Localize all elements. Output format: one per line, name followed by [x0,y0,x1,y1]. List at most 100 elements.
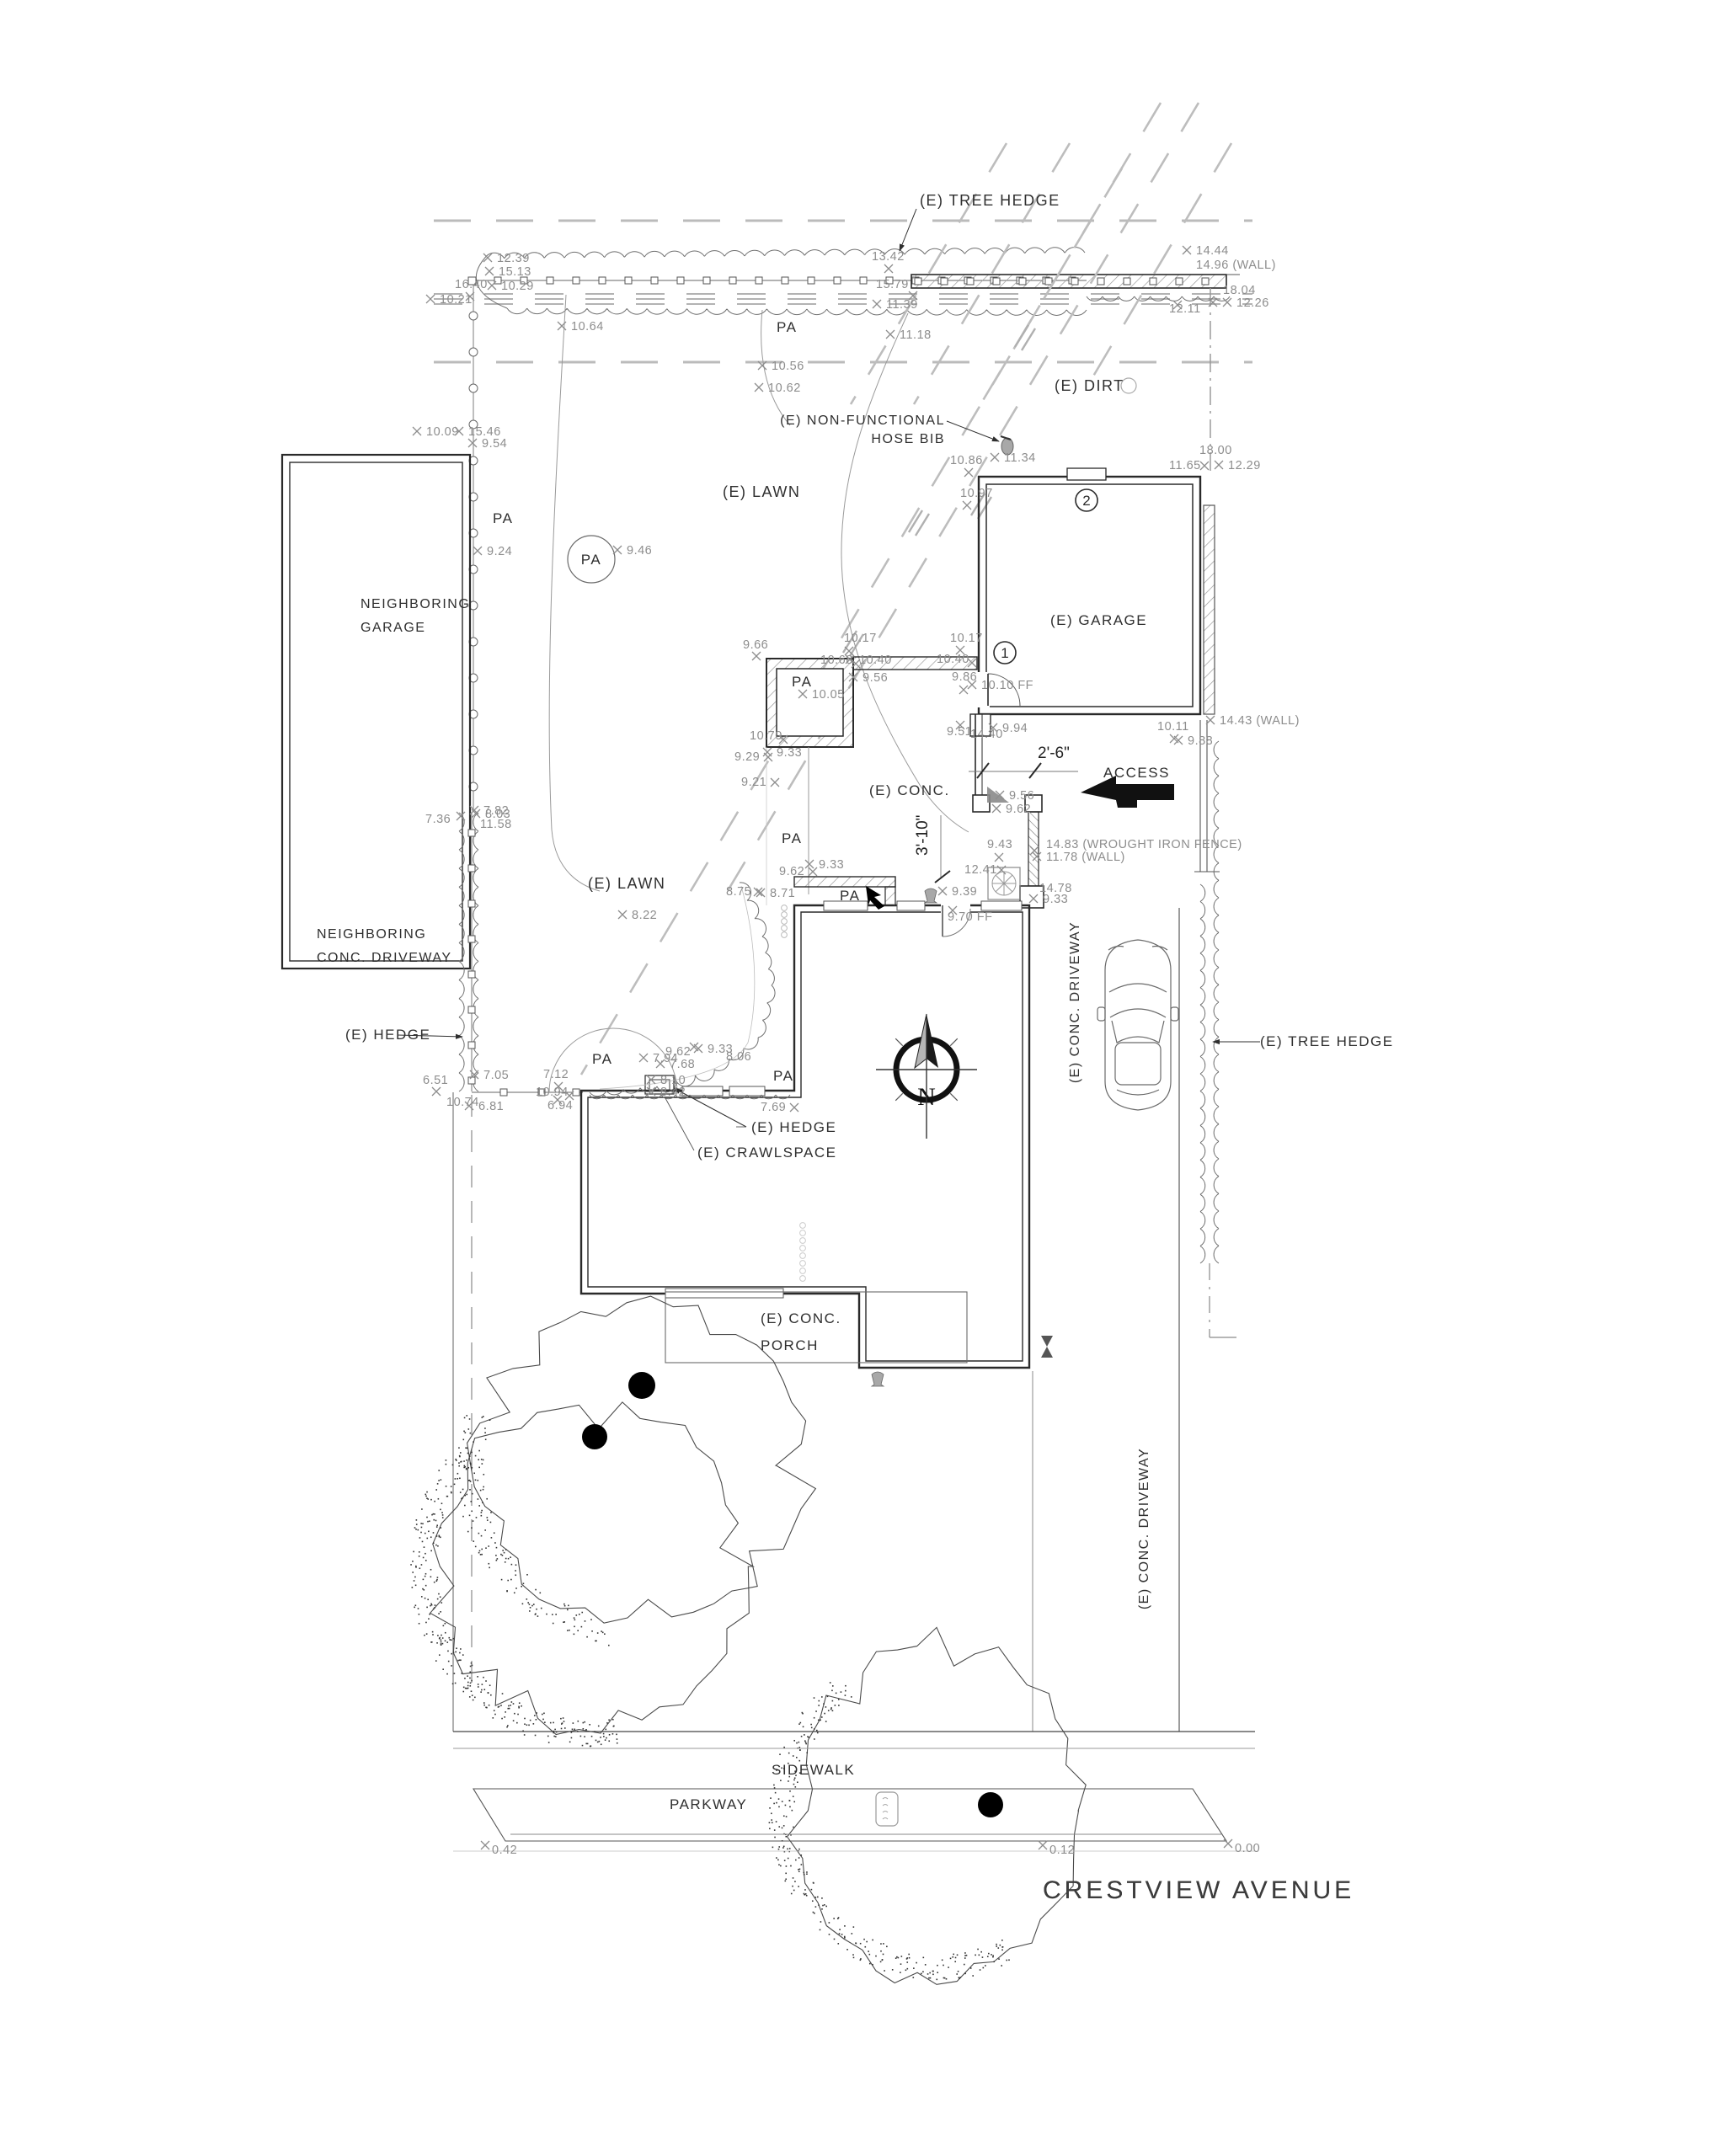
spot-elevation-10.09-6: 10.09 [426,425,459,439]
spot-elevation-9.88-50: 9.88 [1188,734,1213,748]
spot-elevation-0.42-82: 0.42 [492,1844,517,1857]
sidewalk-label: SIDEWALK [772,1762,855,1778]
spot-elevation-6.51-75: 6.51 [423,1074,448,1087]
pa-planter-square: PA [792,674,812,690]
spot-elevation-9.86-44: 9.86 [952,670,977,684]
spot-elevation-0.12-83: 0.12 [1049,1844,1075,1857]
lawn-north-label: (E) LAWN [723,483,800,500]
spot-elevation-8.22-66: 8.22 [632,909,657,922]
spot-elevation-12.26-24: 12.26 [1236,296,1269,310]
spot-elevation-10.17-33: 10.17 [844,632,877,645]
spot-elevation-9.29-40: 9.29 [734,750,760,764]
pa-nook-right: PA [773,1068,793,1084]
street-name-text: CRESTVIEW AVENUE [1043,1876,1354,1904]
garage-label: (E) GARAGE [1050,612,1147,628]
spot-elevation-9.62-57: 9.62 [779,865,804,878]
spot-elevation-14.96-22: 14.96 (WALL) [1196,259,1276,272]
spot-elevation-9.56-52: 9.56 [1009,789,1034,803]
spot-elevation-10.56-16: 10.56 [772,360,804,373]
spot-elevation-7.12-79: 7.12 [543,1068,569,1081]
spot-elevation-9.33-39: 9.33 [777,746,802,760]
spot-elevation-14.43-51: 14.43 (WALL) [1220,714,1300,728]
keynote-number-2: 2 [1082,493,1090,509]
spot-elevation-11.39-15: 11.39 [886,298,918,312]
spot-elevation-10.17-42: 10.17 [950,632,983,645]
spot-elevation-14.83-55: 14.83 (WROUGHT IRON FENCE) [1046,838,1242,851]
spot-elevation-9.21-41: 9.21 [741,776,766,789]
spot-elevation-10.05-37: 10.05 [812,688,845,702]
spot-elevation-9.94-48: 9.94 [1002,722,1028,735]
pa-west-strip: PA [493,510,513,526]
conc-label: (E) CONC. [869,782,950,798]
spot-elevation-15.46-7: 15.46 [468,425,501,439]
spot-elevation-8.10-71: 8.10 [660,1074,686,1087]
spot-elevation-9.33-58: 9.33 [819,858,844,872]
spot-elevation-10.68-34: 10.68 [820,654,853,667]
spot-elevation-9.39-61: 9.39 [952,885,977,899]
spot-elevation-9.56-36: 9.56 [862,671,888,685]
spot-elevation-9.33-65: 9.33 [1043,893,1068,906]
neighboring-driveway-label-2: CONC. DRIVEWAY [317,951,452,965]
driveway-label-upper: (E) CONC. DRIVEWAY [1068,921,1082,1083]
spot-elevation-18.04-23: 18.04 [1223,284,1256,297]
spot-elevation-10.40-35: 10.40 [859,654,892,667]
spot-elevation-6.81-78: 6.81 [478,1100,504,1113]
spot-elevation-8.42-72: 8.42 [660,1086,686,1099]
spot-elevation-9.62-53: 9.62 [1006,803,1031,816]
spot-elevation-14.40-47: 14.40 [970,728,1003,741]
spot-elevation-7.68-70: 7.68 [670,1058,695,1071]
keynote-circle-1 [993,641,1017,664]
spot-elevation-7.82-11: 7.82 [483,804,509,818]
tree-hedge-east-label: (E) TREE HEDGE [1260,1033,1394,1049]
neighboring-driveway-label-1: NEIGHBORING [317,927,426,942]
spot-elevation-11.18-26: 11.18 [900,328,932,342]
street-name: CRESTVIEW AVENUE [1043,1876,1354,1904]
porch-label-2: PORCH [761,1337,819,1353]
neighboring-garage-label-1: NEIGHBORING [360,597,470,611]
spot-elevation-16.40-3: 16.40 [455,278,488,291]
spot-elevation-10.86-18: 10.86 [950,454,983,467]
spot-elevation-10.29-2: 10.29 [501,280,534,293]
spot-elevation-9.70-62: 9.70 FF [948,910,992,924]
keynote-circle-2 [1075,488,1098,512]
spot-elevation-10.74-77: 10.74 [446,1096,479,1109]
spot-elevation-11.78-56: 11.78 (WALL) [1046,851,1125,864]
spot-elevation-7.36-10: 7.36 [425,813,451,826]
spot-elevation-8.06-68: 8.06 [726,1050,751,1064]
spot-elevation-9.54-8: 9.54 [482,437,507,451]
spot-elevation-9.24-30: 9.24 [487,545,512,558]
spot-elevation-10.10-45: 10.10 FF [981,679,1033,692]
spot-elevation-8.03-9: 8.03 [485,808,510,821]
lawn-west-label: (E) LAWN [588,875,665,892]
spot-elevation-13.42-13: 13.42 [872,250,905,264]
spot-elevation-0.00-84: 0.00 [1235,1842,1260,1855]
spot-elevation-10.40-43: 10.40 [937,653,969,666]
hedge-house-label: (E) HEDGE [751,1119,836,1135]
dimension-1: 3'-10" [914,815,932,856]
spot-elevation-15.13-1: 15.13 [499,265,531,279]
pa-north: PA [777,319,797,335]
spot-elevation-8.75-59: 8.75 [726,885,751,899]
spot-elevation-14.44-21: 14.44 [1196,244,1229,258]
dirt-label: (E) DIRT [1055,377,1124,394]
keynote-number-1: 1 [1001,645,1008,661]
pa-circle-label: PA [581,552,601,568]
spot-elevation-8.71-60: 8.71 [770,887,795,900]
spot-elevation-9.66-32: 9.66 [743,638,768,652]
spot-elevation-10.70-38: 10.70 [750,729,782,743]
spot-elevation-18.00-27: 18.00 [1199,444,1232,457]
spot-elevation-7.69-69: 7.69 [761,1101,786,1114]
spot-elevation-7.05-76: 7.05 [483,1069,509,1082]
pa-nook-left: PA [592,1051,612,1067]
spot-elevation-11.34-19: 11.34 [1004,451,1036,465]
pa-below-planter: PA [782,830,802,846]
neighboring-garage-label-2: GARAGE [360,621,425,635]
crawlspace-label: (E) CRAWLSPACE [697,1145,837,1161]
hose-bib-label-2: HOSE BIB [871,432,945,446]
spot-elevation-12.39-0: 12.39 [497,252,530,265]
porch-label-1: (E) CONC. [761,1310,841,1326]
spot-elevation-11.65-28: 11.65 [1169,459,1201,472]
spot-elevation-10.97-20: 10.97 [960,487,993,500]
spot-elevation-14.78-64: 14.78 [1039,882,1072,895]
